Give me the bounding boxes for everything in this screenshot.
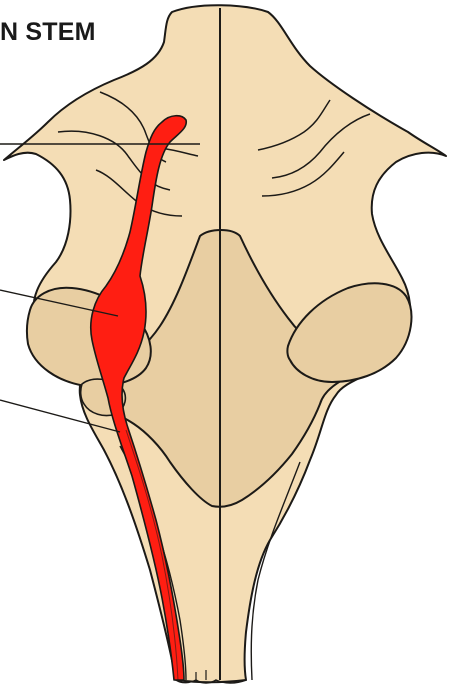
diagram-title: N STEM — [0, 20, 96, 45]
